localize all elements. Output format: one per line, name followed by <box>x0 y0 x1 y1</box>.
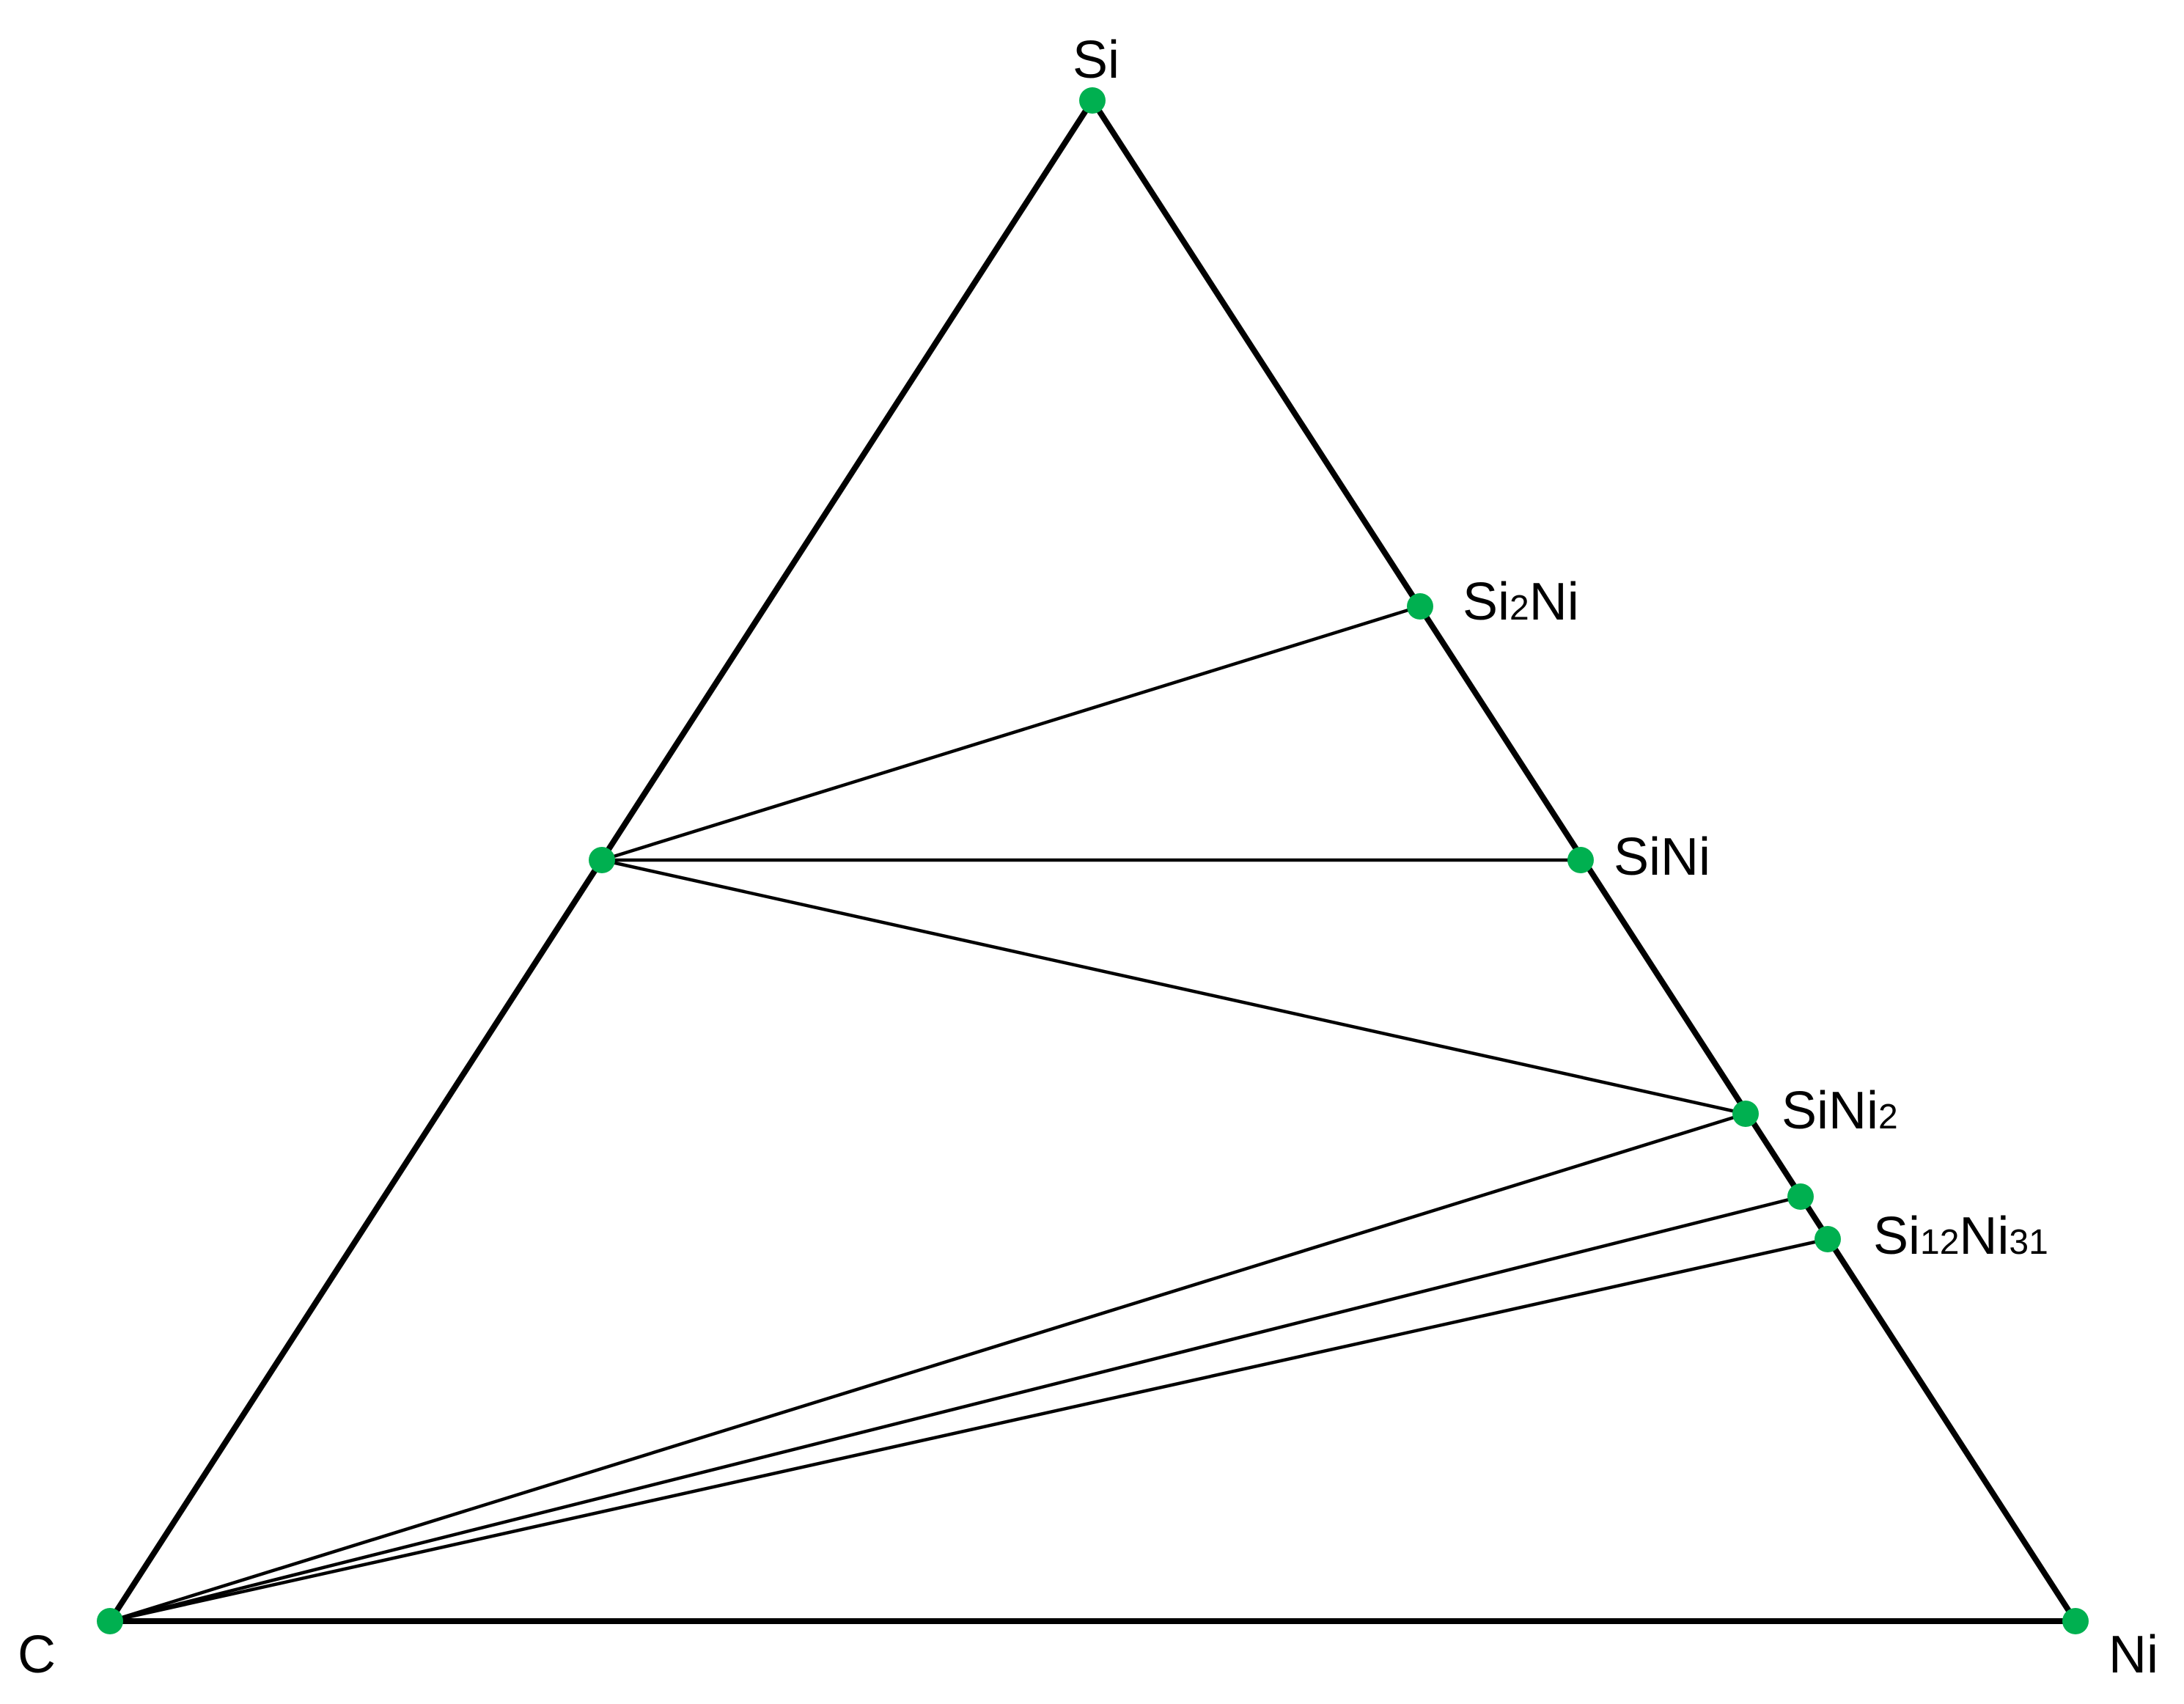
label-ni: Ni <box>2108 1626 2158 1684</box>
tie-line-sic-sini2 <box>600 858 1748 1116</box>
node-si <box>1079 87 1106 114</box>
label-si12ni31-main: Si <box>1873 1207 1920 1266</box>
node-si12ni31 <box>1815 1226 1841 1252</box>
label-si12ni31-main2: Ni <box>1959 1207 2009 1266</box>
label-si12ni31: Si12Ni31 <box>1873 1207 2048 1266</box>
tie-line-c-sini2 <box>108 1112 1748 1623</box>
label-sini2-sub: 2 <box>1878 1098 1898 1136</box>
label-si2ni-sub: 2 <box>1510 589 1529 628</box>
tie-line-c-node <box>108 1194 1803 1623</box>
label-c: C <box>18 1626 56 1684</box>
node-unlabeled <box>1787 1183 1814 1210</box>
node-sini <box>1567 847 1594 873</box>
label-si12ni31-sub2: 31 <box>2009 1223 2048 1262</box>
tie-line-c-si12ni31 <box>108 1237 1830 1623</box>
label-si: Si <box>1073 31 1119 89</box>
label-si12ni31-sub1: 12 <box>1920 1223 1959 1262</box>
label-sini: SiNi <box>1614 828 1710 886</box>
label-si2ni: Si2Ni <box>1463 573 1579 631</box>
node-ni <box>2062 1608 2089 1634</box>
label-si2ni-main: Si <box>1463 573 1510 631</box>
label-sini2: SiNi2 <box>1782 1081 1898 1140</box>
node-si2ni <box>1407 593 1433 620</box>
label-sini-main: SiNi <box>1614 828 1710 886</box>
tie-line-sic-si2ni <box>600 604 1422 862</box>
label-sini2-main: SiNi <box>1782 1081 1878 1140</box>
node-c <box>97 1608 123 1634</box>
node-sic <box>589 847 615 873</box>
node-sini2 <box>1732 1101 1759 1127</box>
label-si2ni-main2: Ni <box>1529 573 1579 631</box>
